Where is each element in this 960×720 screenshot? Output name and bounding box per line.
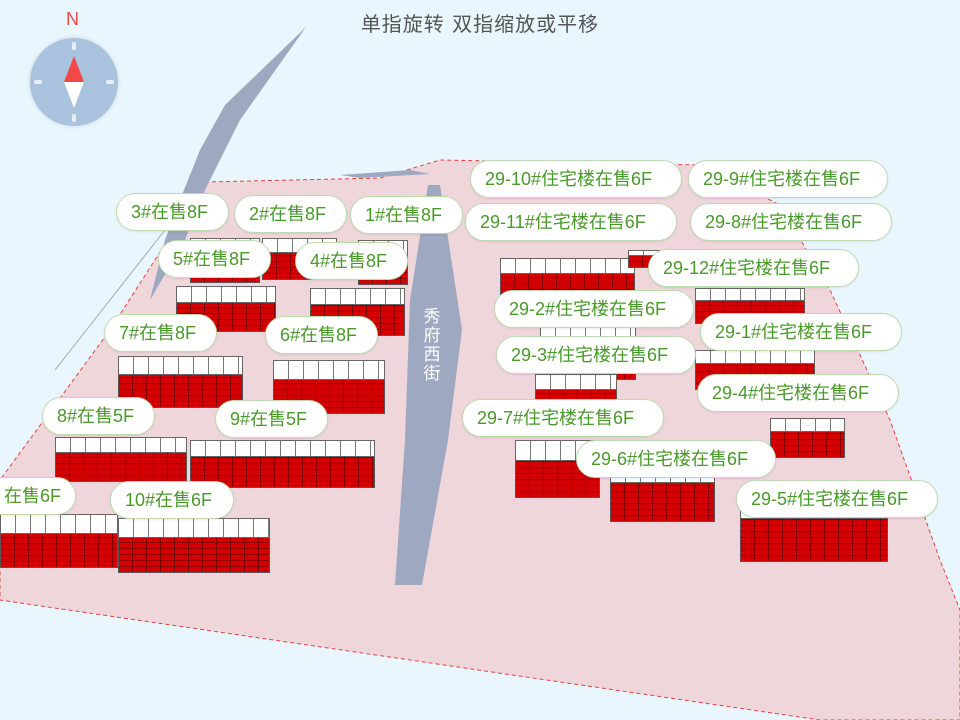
building[interactable] [118,518,270,573]
building-label-29-7[interactable]: 29-7#住宅楼在售6F [462,399,664,437]
building[interactable] [515,440,600,498]
building[interactable] [0,514,118,568]
road-label: 秀府西街 [423,307,441,384]
building[interactable] [190,440,375,488]
building-label-9[interactable]: 9#在售5F [215,400,328,438]
building-label-29-10[interactable]: 29-10#住宅楼在售6F [470,160,682,198]
building-label-7[interactable]: 7#在售8F [104,314,217,352]
building[interactable] [118,356,243,408]
compass-icon[interactable] [30,38,118,126]
building-label-29-12[interactable]: 29-12#住宅楼在售6F [648,249,859,287]
building-label-partial[interactable]: 在售6F [0,477,76,515]
building-label-29-2[interactable]: 29-2#住宅楼在售6F [494,290,694,328]
building[interactable] [273,360,385,414]
road-top [340,170,430,178]
building-label-29-3[interactable]: 29-3#住宅楼在售6F [496,336,696,374]
building[interactable] [770,418,845,458]
compass-tick [72,42,76,50]
road-main [395,185,462,585]
north-label: N [66,9,79,29]
building-label-6[interactable]: 6#在售8F [265,316,378,354]
building-label-1[interactable]: 1#在售8F [350,196,463,234]
building[interactable] [55,437,187,482]
building-label-4[interactable]: 4#在售8F [295,242,408,280]
compass-tick [106,80,114,84]
building-label-29-6[interactable]: 29-6#住宅楼在售6F [576,440,776,478]
gesture-hint: 单指旋转 双指缩放或平移 [360,12,600,36]
building-label-3[interactable]: 3#在售8F [116,193,229,231]
building-label-29-5[interactable]: 29-5#住宅楼在售6F [736,480,938,518]
building-label-5[interactable]: 5#在售8F [158,240,271,278]
compass-needle-icon [64,56,84,108]
building-label-2[interactable]: 2#在售8F [234,195,347,233]
compass-tick [72,114,76,122]
building-label-29-4[interactable]: 29-4#住宅楼在售6F [697,374,899,412]
building-label-10[interactable]: 10#在售6F [110,481,234,519]
road-edge [54,229,166,371]
compass-tick [34,80,42,84]
building-label-29-8[interactable]: 29-8#住宅楼在售6F [690,203,892,241]
building-label-8[interactable]: 8#在售5F [42,397,155,435]
building-label-29-11[interactable]: 29-11#住宅楼在售6F [465,203,677,241]
building-label-29-1[interactable]: 29-1#住宅楼在售6F [700,313,902,351]
building-label-29-9[interactable]: 29-9#住宅楼在售6F [688,160,888,198]
